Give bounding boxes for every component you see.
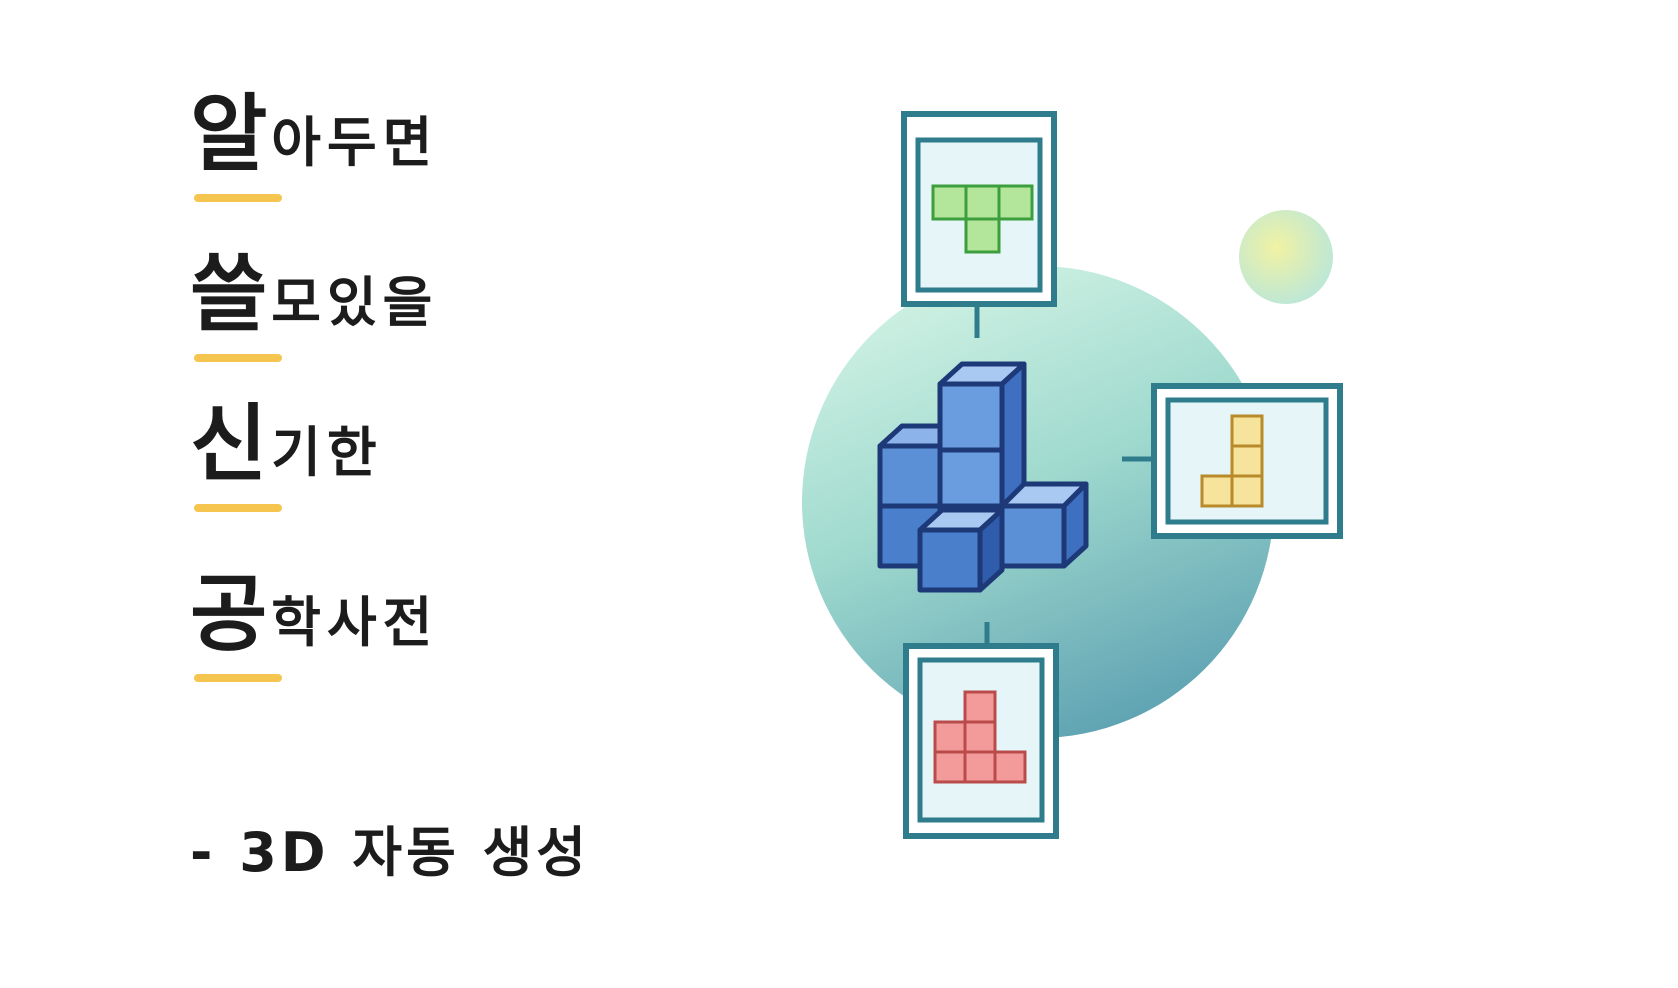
title-rest-3: 기한 bbox=[271, 421, 383, 484]
accent-dot bbox=[1239, 210, 1333, 304]
title-rest-4: 학사전 bbox=[271, 591, 439, 654]
green-t-piece bbox=[931, 184, 1034, 254]
title-line-3: 신 기한 bbox=[190, 402, 383, 512]
illustration bbox=[780, 100, 1500, 920]
title-initial-2: 쓸 bbox=[190, 252, 282, 362]
frame-top bbox=[901, 111, 1057, 307]
title-underline-1 bbox=[194, 194, 282, 202]
cube-cluster bbox=[877, 361, 1089, 593]
title-line-1: 알 아두면 bbox=[190, 92, 439, 202]
yellow-j-piece bbox=[1200, 414, 1264, 508]
title-underline-3 bbox=[194, 504, 282, 512]
title-initial-4: 공 bbox=[190, 572, 282, 682]
title-line-4: 공 학사전 bbox=[190, 572, 439, 682]
red-piece bbox=[933, 690, 1027, 784]
title-initial-3: 신 bbox=[190, 402, 282, 512]
title-underline-4 bbox=[194, 674, 282, 682]
frame-right bbox=[1151, 383, 1343, 539]
title-initial-1: 알 bbox=[190, 92, 282, 202]
title-underline-2 bbox=[194, 354, 282, 362]
title-rest-2: 모있을 bbox=[271, 271, 439, 334]
illustration-svg bbox=[802, 111, 1343, 839]
subtitle: - 3D 자동 생성 bbox=[190, 821, 590, 884]
title-block: 알 아두면 쓸 모있을 신 기한 공 학사전 - 3D 자동 생성 bbox=[190, 0, 750, 988]
title-line-2: 쓸 모있을 bbox=[190, 252, 439, 362]
title-rest-1: 아두면 bbox=[271, 111, 439, 174]
frame-bottom bbox=[903, 643, 1059, 839]
